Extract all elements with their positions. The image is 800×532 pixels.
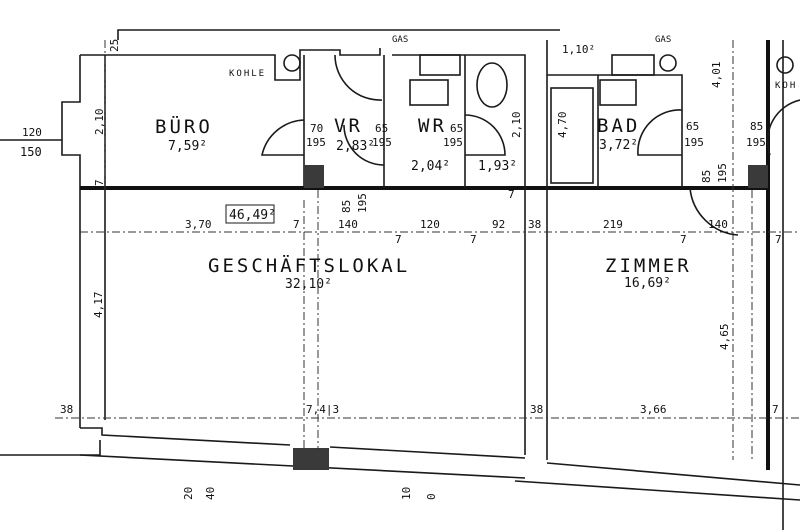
dimension-label: 0: [425, 493, 438, 500]
dimension-label: 195: [306, 136, 326, 149]
room-area-wc: 1,93²: [478, 159, 517, 174]
dimension-label: 4,17: [92, 292, 105, 319]
room-area-vr: 2,83²: [336, 139, 375, 154]
dimension-label: 7: [680, 233, 687, 246]
dimension-label: 92: [492, 218, 505, 231]
dimension-label: 7: [470, 233, 477, 246]
room-area-geschaeftslokal: 32,10²: [285, 277, 332, 292]
dimension-label: 4,01: [710, 62, 723, 89]
dimension-label: 10: [400, 487, 413, 500]
dimension-label: 40: [204, 487, 217, 500]
dimension-label: 65: [450, 122, 463, 135]
dimension-label: 4,65: [718, 324, 731, 351]
room-name-vr: VR: [334, 115, 363, 137]
room-name-zimmer: ZIMMER: [605, 255, 692, 277]
room-area-bad: 3,72²: [599, 138, 638, 153]
bathtub-icon: [550, 87, 594, 184]
room-area-zimmer: 16,69²: [624, 276, 671, 291]
dimension-label: 85: [750, 120, 763, 133]
dimension-label: 120: [22, 126, 42, 139]
dimension-label: 38: [528, 218, 541, 231]
dimension-label: 150: [20, 145, 42, 159]
room-name-geschaeftslokal: GESCHÄFTSLOKAL: [208, 254, 410, 277]
dimension-label: 85: [700, 170, 713, 183]
room-name-wr: WR: [418, 115, 447, 137]
dimension-label: 7: [293, 218, 300, 231]
fixtures: [283, 54, 794, 184]
dimension-label: 3,70: [185, 218, 212, 231]
dimension-label: 7: [775, 233, 782, 246]
dimension-lines: [55, 40, 800, 460]
dimension-label: 70: [310, 122, 323, 135]
toilet-icon: [283, 54, 301, 72]
room-area-wr: 2,04²: [411, 159, 450, 174]
dimension-label: 7: [395, 233, 402, 246]
dimension-label: 20: [182, 487, 195, 500]
dimension-label: 195: [716, 163, 729, 183]
dimension-label: 85: [340, 200, 353, 213]
label-gas-right: GAS: [655, 35, 671, 45]
sink-icon: [409, 79, 449, 106]
water-heater-icon: [611, 54, 655, 76]
dimension-label: 7: [772, 403, 779, 416]
dimension-label: 38: [530, 403, 543, 416]
water-heater-icon: [419, 54, 461, 76]
toilet-icon: [659, 54, 677, 72]
dimension-label: 140: [708, 218, 728, 231]
dimension-label: 3,66: [640, 403, 667, 416]
dimension-label: 195: [746, 136, 766, 149]
dimension-label: 2,10: [510, 112, 523, 139]
sink-icon: [599, 79, 637, 106]
room-area-buero: 7,59²: [168, 139, 207, 154]
dimension-label: 140: [338, 218, 358, 231]
dimension-label: 195: [356, 193, 369, 213]
walls: [0, 29, 800, 530]
dimension-label: 219: [603, 218, 623, 231]
dimension-label: 65: [375, 122, 388, 135]
dimension-label: 195: [372, 136, 392, 149]
hatched-columns: [293, 165, 768, 470]
dimension-label: 7: [508, 188, 515, 201]
dimension-label: 2,10: [93, 109, 106, 136]
toilet-icon: [476, 62, 508, 108]
dimension-label: 120: [420, 218, 440, 231]
dimension-label: 4,70: [556, 112, 569, 139]
room-area-storage: 1,10²: [562, 43, 595, 56]
dimension-label: 25: [108, 39, 121, 52]
dimension-label: 65: [686, 120, 699, 133]
dimension-label: 7: [93, 179, 106, 186]
door-swings: [260, 54, 800, 236]
room-name-bad: BAD: [597, 115, 640, 137]
toilet-icon: [776, 56, 794, 74]
label-gas-left: GAS: [392, 35, 408, 45]
dimension-label: 7,4|3: [306, 403, 339, 416]
window-dimension: 120 150: [20, 126, 42, 159]
label-kohle-right: KOH: [775, 81, 797, 91]
dimension-labels: 25 2,10 7 3,70 7 140 7 120 7 92 38 219 7…: [60, 39, 782, 500]
room-name-buero: BÜRO: [155, 115, 213, 138]
dimension-label: 195: [684, 136, 704, 149]
dimension-label: 38: [60, 403, 73, 416]
dimension-label: 195: [443, 136, 463, 149]
label-kohle: KOHLE: [229, 69, 266, 79]
total-area: 46,49²: [229, 208, 276, 223]
